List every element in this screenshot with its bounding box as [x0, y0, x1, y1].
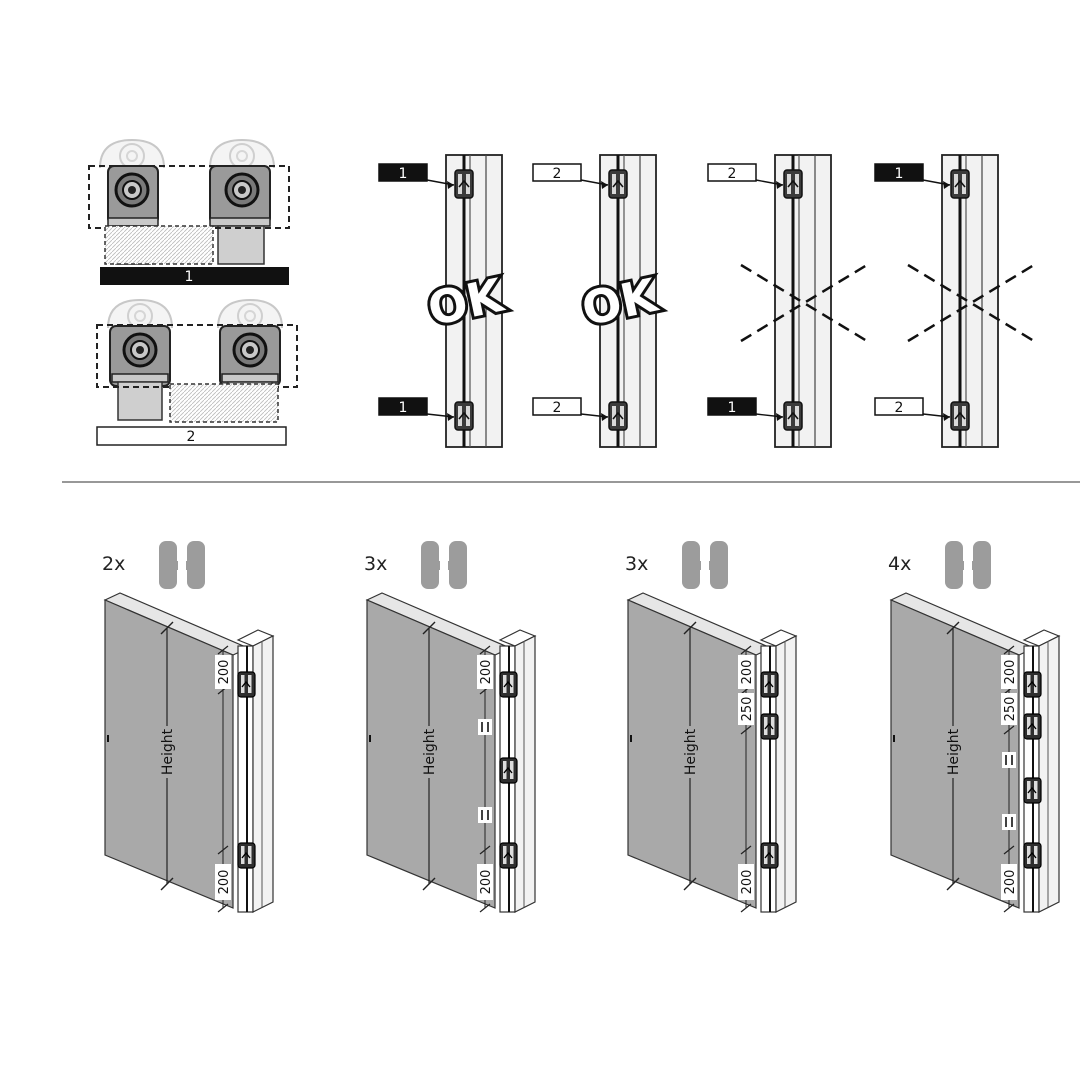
- height-label: Height: [683, 728, 699, 775]
- not-allowed-cross: [907, 263, 1035, 343]
- top-dimension-label: 200: [479, 660, 494, 685]
- top-tag-box: [378, 163, 428, 182]
- door-hinge-icon: [1023, 671, 1042, 698]
- door-hinge-icon: [760, 713, 779, 740]
- hinge-variant-1-section: 1: [88, 138, 290, 285]
- ok-mark: OK: [423, 267, 510, 336]
- orientation-panel-3: 21: [707, 154, 868, 448]
- bottom-tag-box: [707, 397, 757, 416]
- second-dimension-label: 250: [740, 697, 755, 722]
- top-hinge-icon: [454, 169, 474, 199]
- second-dimension-label: 250: [1003, 697, 1018, 722]
- door-hinge-icon: [1023, 842, 1042, 869]
- door-hinge-icon: [499, 671, 518, 698]
- bottom-tag-label: 2: [553, 400, 562, 416]
- bottom-dimension-label: 200: [1003, 870, 1018, 895]
- bottom-tag-label: 1: [728, 400, 737, 416]
- door-hinge-icon: [499, 757, 518, 784]
- top-dimension-label: 200: [217, 660, 232, 685]
- top-tag-label: 2: [728, 166, 737, 182]
- door-hinge-icon: [760, 842, 779, 869]
- door-configurations: 2xHeight2002003xHeight2002003xHeight2002…: [102, 541, 1061, 913]
- bottom-hinge-icon: [608, 401, 628, 431]
- frame-side: [1038, 635, 1060, 913]
- not-allowed-cross: [740, 263, 868, 343]
- bottom-tag-label: 2: [895, 400, 904, 416]
- top-hinge-icon: [608, 169, 628, 199]
- bottom-tag-box: [532, 397, 582, 416]
- frame-profile: [774, 154, 832, 448]
- bottom-dimension-label: 200: [479, 870, 494, 895]
- door-hinge-icon: [237, 671, 256, 698]
- door-hinge-icon: [760, 671, 779, 698]
- hinge-type-icon: [421, 541, 467, 589]
- bottom-tag-box: [378, 397, 428, 416]
- top-tag-box: [707, 163, 757, 182]
- top-hinge-icon: [950, 169, 970, 199]
- door-hinge-icon: [499, 842, 518, 869]
- door-hinge-icon: [237, 842, 256, 869]
- variant-2-label: 2: [187, 429, 196, 445]
- top-dimension-label: 200: [1003, 660, 1018, 685]
- variant-1-label: 1: [185, 269, 194, 285]
- bottom-hinge-icon: [783, 401, 803, 431]
- hinge-count-label: 3x: [625, 553, 648, 575]
- equal-spacing-mark: [1002, 814, 1016, 830]
- variant-1-bar: [100, 267, 289, 285]
- hinge-count-label: 3x: [364, 553, 387, 575]
- frame-profile: [599, 154, 657, 448]
- equal-spacing-mark: [478, 719, 492, 735]
- hinge-type-icon: [159, 541, 205, 589]
- bottom-dimension-label: 200: [740, 870, 755, 895]
- top-tag-label: 1: [895, 166, 904, 182]
- frame-profile: [941, 154, 999, 448]
- hinge-section-left-2: [107, 298, 173, 421]
- frame-side: [775, 635, 797, 913]
- height-label: Height: [160, 728, 176, 775]
- top-tag-label: 1: [399, 166, 408, 182]
- section-cutout-2: [169, 383, 279, 423]
- bottom-dimension-label: 200: [217, 870, 232, 895]
- top-hinge-icon: [783, 169, 803, 199]
- hinge-type-icon: [682, 541, 728, 589]
- orientation-panel-4: 12: [874, 154, 1035, 448]
- top-tag-label: 2: [553, 166, 562, 182]
- equal-spacing-mark: [478, 807, 492, 823]
- bottom-hinge-icon: [454, 401, 474, 431]
- frame-side: [514, 635, 536, 913]
- door-hinge-icon: [1023, 777, 1042, 804]
- top-tag-box: [874, 163, 924, 182]
- bottom-tag-label: 1: [399, 400, 408, 416]
- hinge-type-icon: [945, 541, 991, 589]
- door-hinge-icon: [1023, 713, 1042, 740]
- frame-side: [252, 635, 274, 913]
- hinge-count-label: 4x: [888, 553, 911, 575]
- hinge-section-right-1: [209, 138, 275, 265]
- hinge-variant-2-section: 2: [96, 298, 298, 446]
- section-cutout-1: [104, 225, 214, 265]
- height-label: Height: [422, 728, 438, 775]
- height-label: Height: [946, 728, 962, 775]
- variant-2-bar: [96, 426, 287, 446]
- equal-spacing-mark: [1002, 752, 1016, 768]
- hinge-count-label: 2x: [102, 553, 125, 575]
- frame-profile: [445, 154, 503, 448]
- top-dimension-label: 200: [740, 660, 755, 685]
- top-tag-box: [532, 163, 582, 182]
- bottom-tag-box: [874, 397, 924, 416]
- bottom-hinge-icon: [950, 401, 970, 431]
